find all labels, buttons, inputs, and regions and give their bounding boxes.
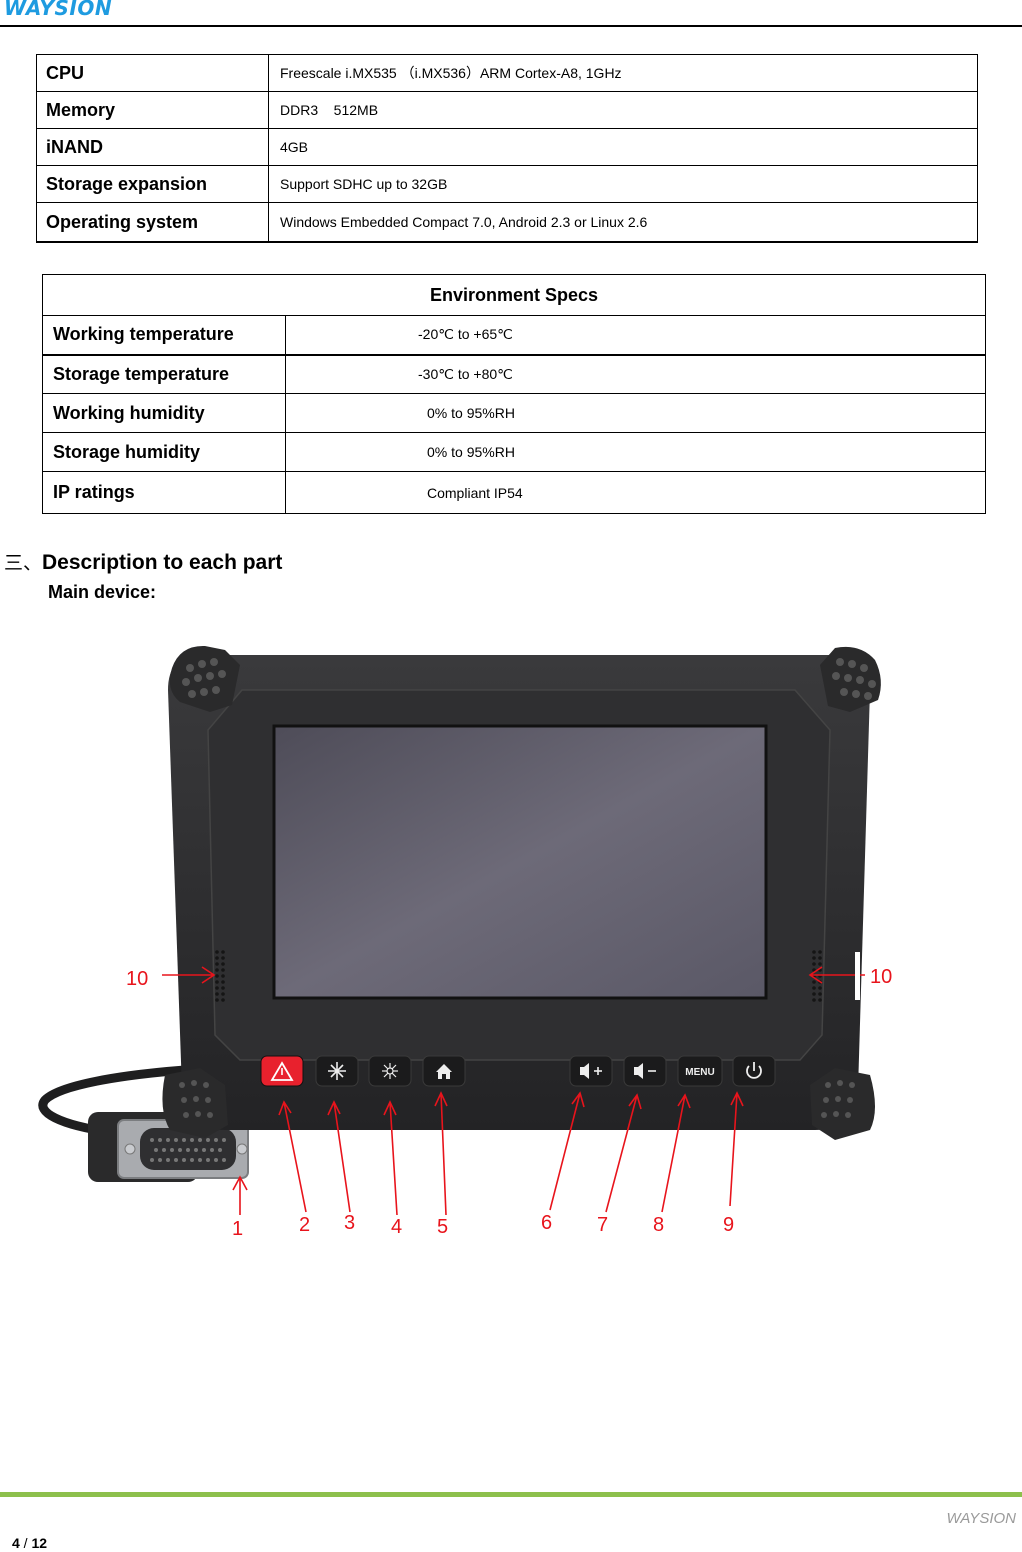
callout-labels: 1 2 3 4 5 6 7 8 9 10 10 [126, 966, 892, 1240]
callout-number: 2 [299, 1214, 310, 1236]
spec-value: Windows Embedded Compact 7.0, Android 2.… [268, 202, 978, 243]
env-label: Working humidity [42, 393, 286, 433]
page-separator: / [19, 1535, 32, 1551]
volume-up-icon [580, 1063, 589, 1079]
env-value-cell: Compliant IP54 [285, 471, 986, 514]
rubber-corner-bottom-right [810, 1068, 875, 1140]
volume-down-icon [634, 1063, 643, 1079]
power-button[interactable] [732, 1055, 776, 1087]
cable [38, 1065, 190, 1137]
speaker-left [215, 950, 225, 1002]
table-header-row: Environment Specs [42, 274, 986, 316]
environment-spec-table: Environment Specs Working temperature -20… [42, 274, 986, 514]
volume-down-button[interactable] [623, 1055, 667, 1087]
header-brand: WAYSION [4, 0, 113, 20]
current-page: 4 [12, 1535, 20, 1551]
spec-label: Operating system [36, 202, 269, 243]
section-title-text: Description to each part [42, 551, 283, 574]
menu-button-label: MENU [685, 1067, 714, 1078]
spec-value: Freescale i.MX535 （i.MX536）ARM Cortex-A8… [268, 54, 978, 92]
callout-number: 10 [126, 968, 148, 990]
env-table-title: Environment Specs [42, 274, 986, 316]
footer-brand: WAYSION [946, 1510, 1016, 1527]
total-pages: 12 [31, 1535, 48, 1551]
env-value: -30℃ to +80℃ [418, 365, 513, 382]
callout-number: 4 [391, 1216, 402, 1238]
table-row: Storage humidity 0% to 95%RH [42, 432, 986, 472]
spec-label: Memory [36, 91, 269, 129]
sun-icon [328, 1062, 346, 1080]
section-subtitle: Main device: [48, 582, 157, 602]
callout-number: 7 [597, 1214, 608, 1236]
sun-dim-icon [382, 1063, 398, 1079]
env-value-cell: 0% to 95%RH [285, 393, 986, 433]
section-prefix: 三、 [4, 552, 43, 574]
spec-value: 4GB [268, 128, 978, 166]
alert-button[interactable] [260, 1055, 304, 1087]
warning-icon [270, 1061, 294, 1081]
home-button[interactable] [422, 1055, 466, 1087]
spec-label: Storage expansion [36, 165, 269, 203]
env-label: Working temperature [42, 315, 286, 356]
callout-number: 9 [723, 1214, 734, 1236]
env-value-cell: -20℃ to +65℃ [285, 315, 986, 356]
env-value: 0% to 95%RH [427, 405, 515, 421]
env-value: Compliant IP54 [427, 484, 523, 501]
section-title: 三、Description to each part [4, 548, 282, 575]
env-value: 0% to 95%RH [427, 444, 515, 460]
env-label: Storage humidity [42, 432, 286, 472]
rubber-corner-top-left [169, 645, 240, 712]
brightness-up-button[interactable] [315, 1055, 359, 1087]
table-row: Working temperature -20℃ to +65℃ [42, 315, 986, 356]
speaker-right [812, 950, 822, 1002]
volume-up-button[interactable] [569, 1055, 613, 1087]
spec-value: DDR3 512MB [268, 91, 978, 129]
spec-label: CPU [36, 54, 269, 92]
brightness-down-button[interactable] [368, 1055, 412, 1087]
env-value-cell: -30℃ to +80℃ [285, 354, 986, 394]
page-number: 4 / 12 [12, 1535, 47, 1551]
table-row: Storage temperature -30℃ to +80℃ [42, 354, 986, 394]
callout-number: 3 [344, 1212, 355, 1234]
device-illustration: MENU 1 2 3 4 5 6 7 8 9 10 10 [38, 645, 892, 1240]
env-label: Storage temperature [42, 354, 286, 394]
env-label: IP ratings [42, 471, 286, 514]
power-icon [746, 1062, 762, 1079]
rubber-corner-top-right [820, 646, 881, 712]
callout-number: 6 [541, 1212, 552, 1234]
home-icon [436, 1064, 452, 1079]
rubber-corner-bottom-left [162, 1068, 228, 1138]
footer-rule [0, 1492, 1022, 1497]
db-connector [88, 1112, 249, 1182]
env-value: -20℃ to +65℃ [418, 326, 513, 343]
device-screen [272, 724, 768, 1000]
callout-arrows [162, 966, 865, 1216]
spec-label: iNAND [36, 128, 269, 166]
callout-number: 10 [870, 966, 892, 988]
env-value-cell: 0% to 95%RH [285, 432, 986, 472]
callout-number: 1 [232, 1218, 243, 1240]
table-row: Working humidity 0% to 95%RH [42, 393, 986, 433]
spec-value: Support SDHC up to 32GB [268, 165, 978, 203]
menu-button[interactable]: MENU [677, 1055, 723, 1087]
callout-number: 5 [437, 1216, 448, 1238]
header-rule [0, 25, 1022, 27]
table-row: IP ratings Compliant IP54 [42, 471, 986, 514]
callout-number: 8 [653, 1214, 664, 1236]
